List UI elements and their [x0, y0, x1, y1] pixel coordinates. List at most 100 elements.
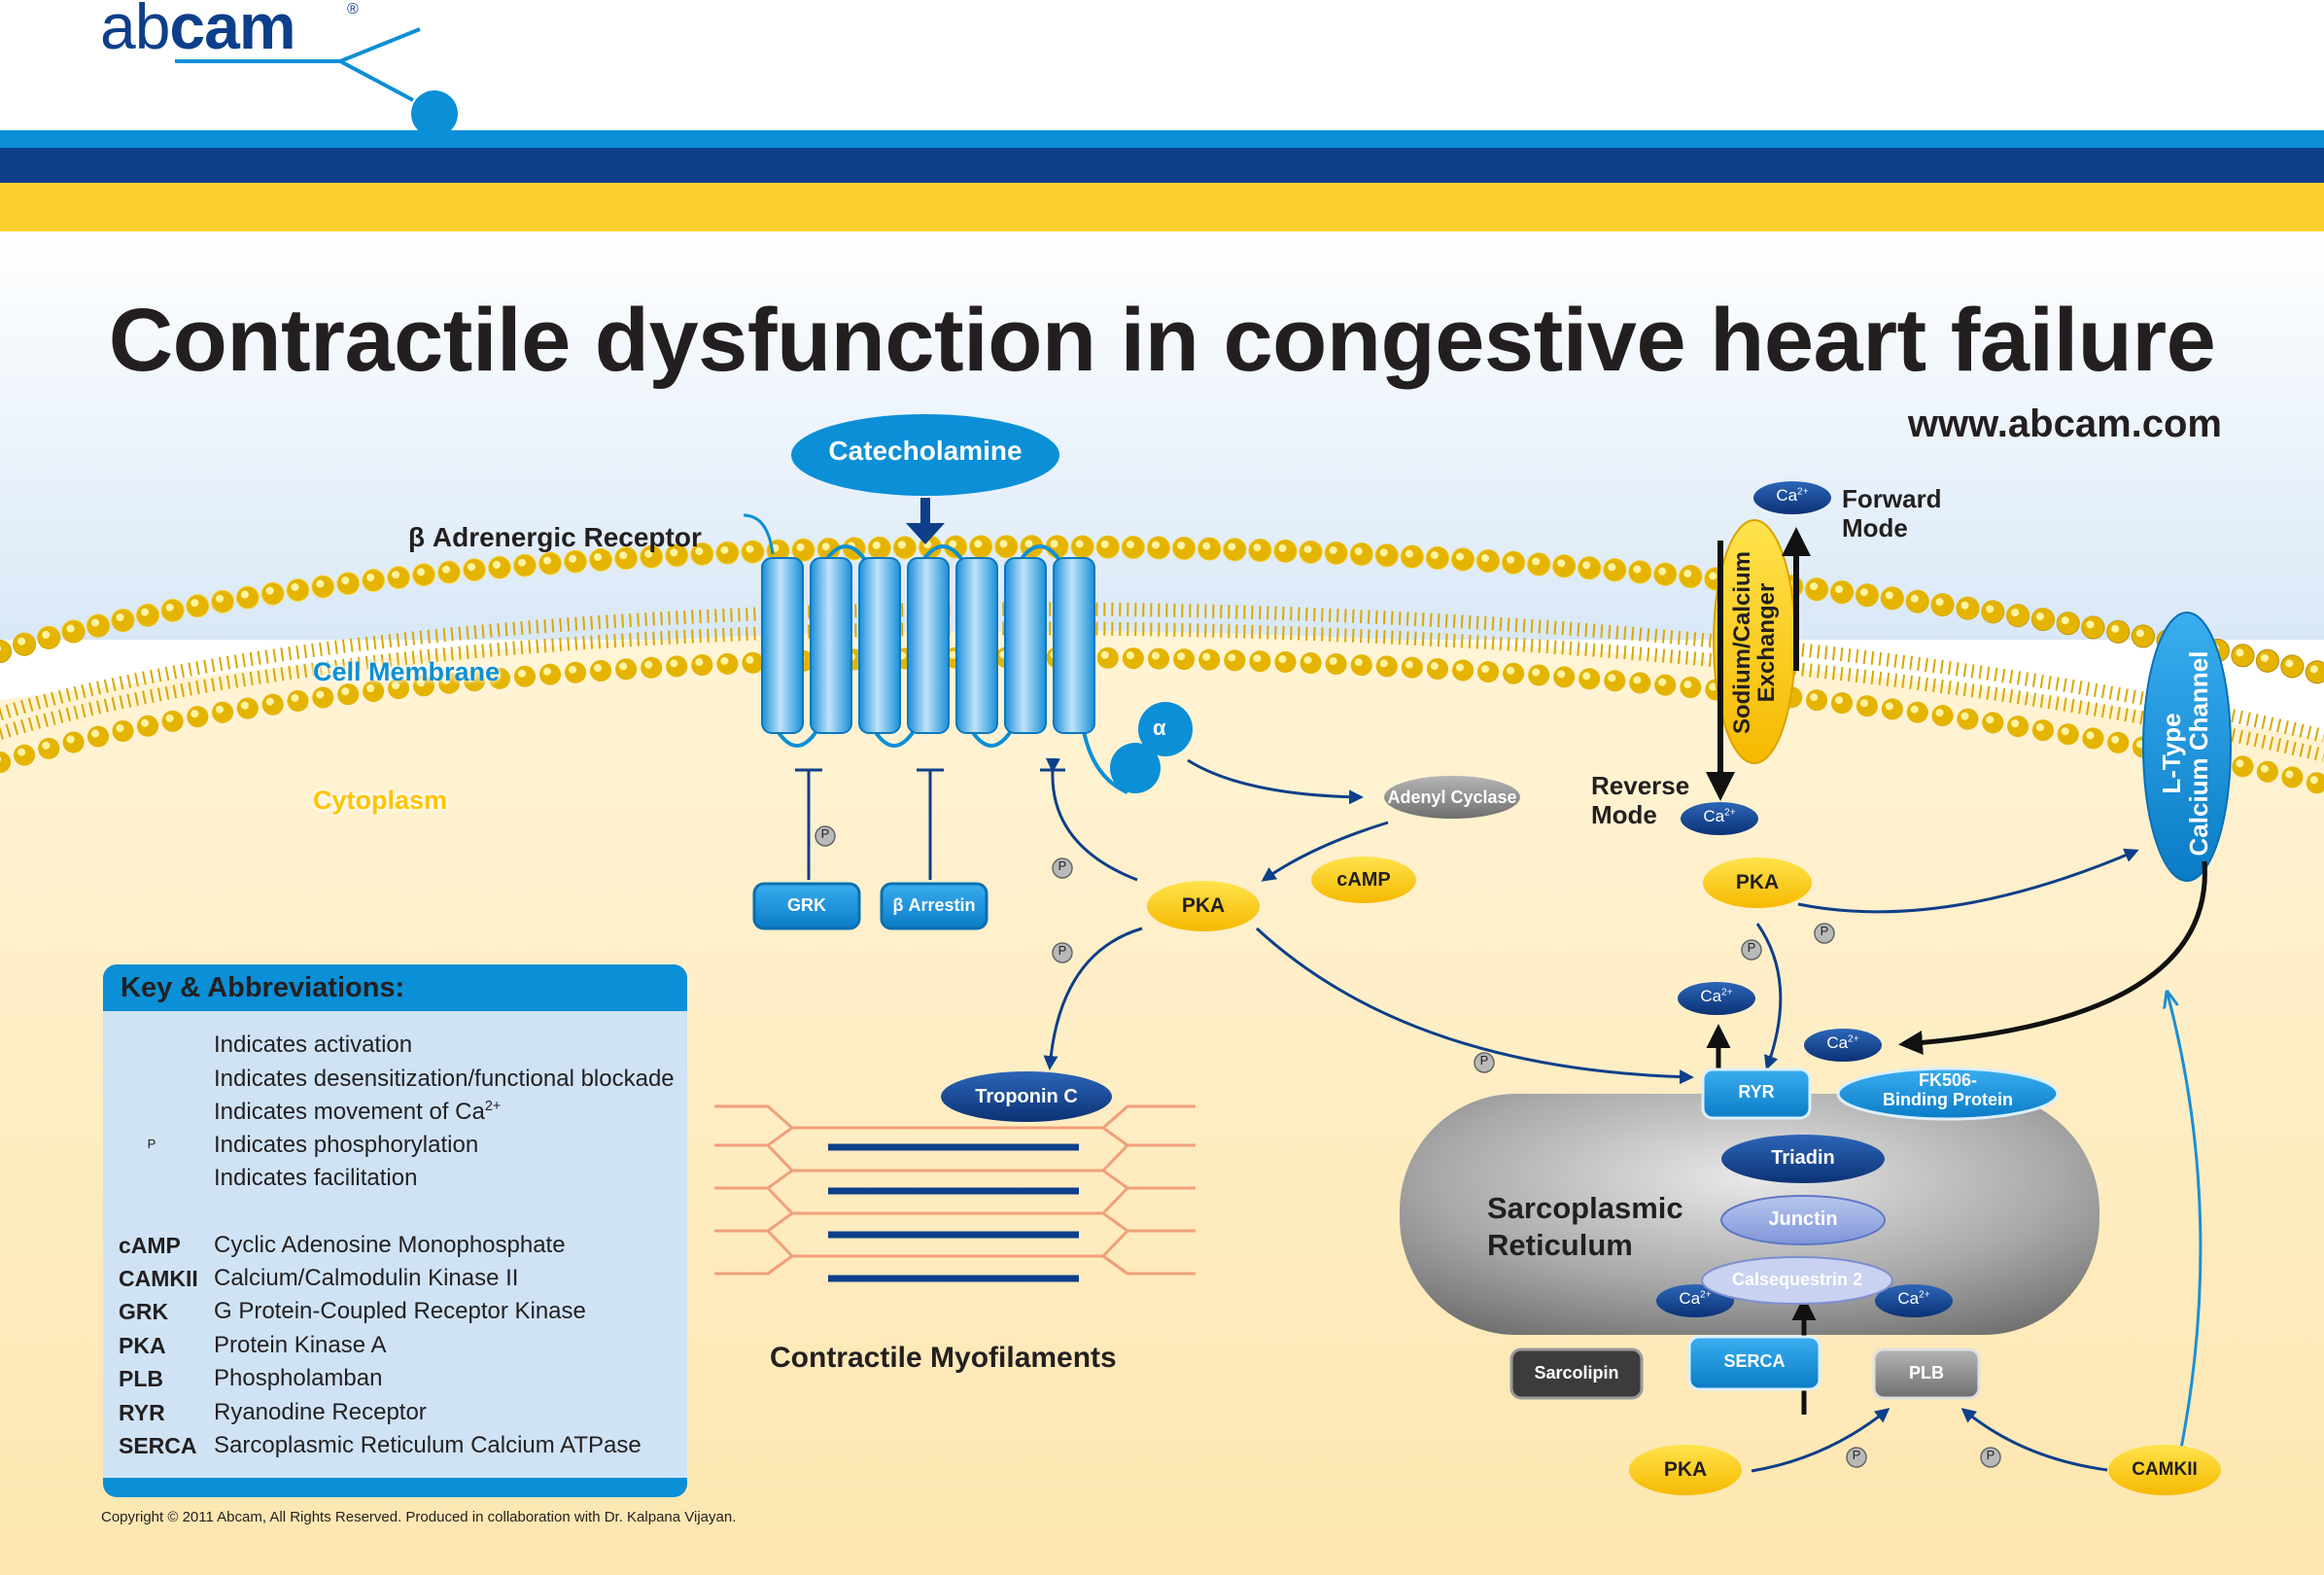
abbr-pka-def: Protein Kinase A	[214, 1332, 387, 1358]
key-legend-calcium-movement: Indicates movement of Ca2+	[214, 1099, 501, 1126]
junctin-label: Junctin	[1768, 1208, 1838, 1230]
ca-ltype-label: Ca2+	[1804, 1033, 1882, 1053]
adenyl-cyclase-node	[1384, 776, 1520, 819]
p-marker-label: P	[1820, 924, 1829, 938]
pka-cytoplasm-node	[1147, 881, 1260, 931]
ca-text: Ca	[1679, 1289, 1701, 1308]
key-title: Key & Abbreviations:	[121, 972, 405, 1003]
pka-to-plb-arrow	[1751, 1408, 1890, 1473]
abbr-ryr-def: Ryanodine Receptor	[214, 1399, 427, 1425]
pka-sr-label: PKA	[1663, 1458, 1708, 1481]
calsequestrin-label: Calsequestrin 2	[1731, 1270, 1863, 1289]
pka-to-ryr-sr-arrow	[1755, 923, 1783, 1070]
forward-mode-label: Forward Mode	[1842, 484, 1942, 542]
ryr-label: RYR	[1738, 1082, 1775, 1102]
key-footer-band	[103, 1478, 687, 1497]
calsequestrin-node	[1701, 1256, 1893, 1305]
pka-to-troponin-arrow	[1043, 927, 1143, 1070]
cytoplasm-label: Cytoplasm	[313, 786, 448, 815]
camkii-node	[2108, 1445, 2221, 1495]
sarcolipin-node	[1509, 1348, 1644, 1400]
abbr-camkii: CAMKII	[119, 1266, 198, 1291]
g-beta-gamma-subunit	[1110, 743, 1161, 793]
ca-text: Ca	[1700, 987, 1722, 1005]
g-alpha-subunit	[1138, 702, 1193, 756]
p-marker-label: P	[1747, 940, 1756, 955]
svg-text:abcam: abcam	[100, 0, 295, 62]
sr-label: Sarcoplasmic Reticulum	[1487, 1190, 1683, 1264]
ltype-calcium-influx-arrow	[1898, 860, 2207, 1055]
key-and-abbreviations-panel: Key & Abbreviations:	[103, 964, 687, 1497]
camkii-facilitation-arrow	[2168, 994, 2203, 1450]
calcium-ion-ryr-release	[1678, 982, 1755, 1015]
ncx-label: Sodium/Calcium Exchanger	[1729, 536, 1780, 750]
sarcolipin-label: Sarcolipin	[1534, 1363, 1619, 1382]
camkii-to-plb-arrow	[1960, 1408, 2108, 1472]
adenyl-cyclase-label: Adenyl Cyclase	[1387, 788, 1517, 807]
serca-node	[1687, 1335, 1821, 1391]
ryr-node	[1701, 1068, 1812, 1120]
ltype-label-line1: L-Type	[2157, 713, 2186, 794]
header-band-navy	[0, 148, 2324, 183]
abbr-ryr: RYR	[119, 1400, 165, 1425]
ca-text: Ca	[1897, 1289, 1920, 1308]
ca-text: Ca	[1826, 1033, 1849, 1052]
ca-charge: 2+	[1724, 807, 1736, 819]
header-band-blue	[0, 130, 2324, 148]
triadin-label: Triadin	[1771, 1147, 1835, 1169]
fk506-line2: Binding Protein	[1883, 1090, 2013, 1109]
key-legend-facilitation: Indicates facilitation	[214, 1165, 418, 1191]
reverse-mode-label: Reverse Mode	[1591, 771, 1689, 829]
key-legend-blockade: Indicates desensitization/functional blo…	[214, 1066, 675, 1092]
grk-node	[752, 882, 861, 930]
beta-arrestin-label: β Arrestin	[892, 895, 976, 915]
key-p-marker-label: P	[147, 1137, 156, 1151]
ca-text: Ca	[1776, 486, 1798, 505]
fk506-binding-protein-node	[1836, 1067, 2060, 1121]
ca-reverse-label: Ca2+	[1681, 807, 1758, 826]
abbr-grk: GRK	[119, 1299, 169, 1324]
ca-sr-right-label: Ca2+	[1875, 1289, 1953, 1309]
abbr-grk-def: G Protein-Coupled Receptor Kinase	[214, 1298, 586, 1324]
p-marker-label: P	[1058, 858, 1067, 873]
p-marker-label: P	[820, 826, 830, 841]
pka-ncx-label: PKA	[1735, 871, 1780, 893]
triadin-node	[1721, 1135, 1885, 1183]
page-title: Contractile dysfunction in congestive he…	[108, 291, 2216, 390]
ca-charge: 2+	[1797, 486, 1809, 498]
contractile-myofilaments	[714, 1104, 1196, 1276]
catecholamine-node	[791, 414, 1059, 496]
ncx-label-line2: Exchanger	[1753, 582, 1780, 703]
abbr-plb-def: Phospholamban	[214, 1365, 383, 1391]
plb-label: PLB	[1909, 1363, 1944, 1382]
p-marker-label: P	[1852, 1448, 1861, 1462]
calcium-ion-forward	[1753, 481, 1831, 514]
copyright-notice: Copyright © 2011 Abcam, All Rights Reser…	[101, 1509, 737, 1525]
abbr-camp: cAMP	[119, 1233, 181, 1258]
website-url: www.abcam.com	[1907, 402, 2222, 445]
key-legend-activation: Indicates activation	[214, 1032, 413, 1058]
ltype-channel-label: L-Type Calcium Channel	[2156, 617, 2214, 890]
ltype-label-line2: Calcium Channel	[2184, 650, 2213, 857]
pka-ncx-node	[1703, 858, 1812, 908]
thick-filaments	[828, 1143, 1079, 1282]
pka-cytoplasm-label: PKA	[1181, 894, 1226, 917]
ca-text: Ca	[1703, 807, 1725, 825]
catecholamine-binding-arrow	[906, 523, 945, 544]
calcium-ion-reverse	[1681, 802, 1758, 835]
abbr-camkii-def: Calcium/Calmodulin Kinase II	[214, 1265, 519, 1291]
fk506-label: FK506- Binding Protein	[1838, 1070, 2058, 1109]
camp-label: cAMP	[1336, 869, 1391, 891]
troponin-c-node	[941, 1071, 1112, 1122]
reverse-mode-line2: Mode	[1591, 800, 1657, 829]
forward-mode-line2: Mode	[1842, 513, 1908, 542]
fk506-line1: FK506-	[1918, 1070, 1978, 1090]
key-legend-phosphorylation: Indicates phosphorylation	[214, 1132, 479, 1158]
camp-node	[1311, 857, 1416, 903]
reverse-mode-line1: Reverse	[1591, 771, 1690, 800]
myofilaments-label: Contractile Myofilaments	[770, 1342, 1117, 1374]
forward-mode-line1: Forward	[1842, 484, 1942, 513]
alpha-label: α	[1153, 716, 1166, 740]
